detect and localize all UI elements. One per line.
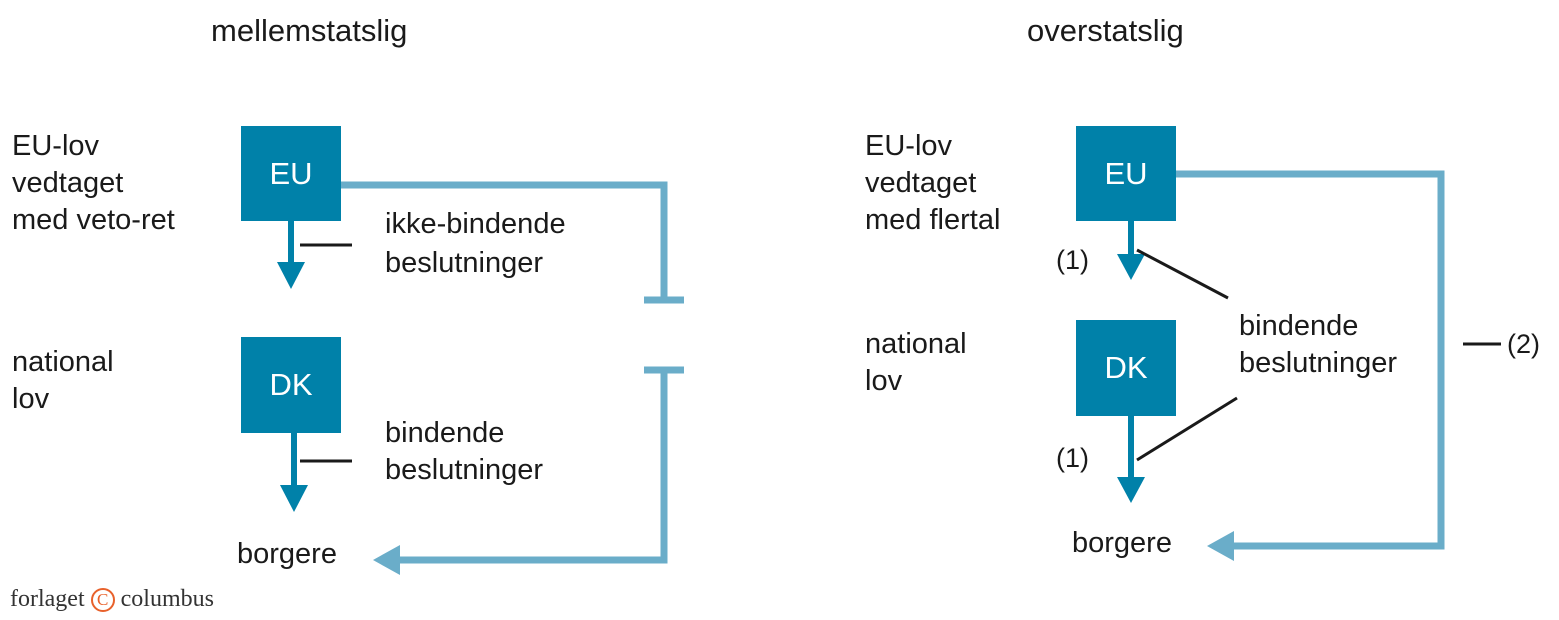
right-note-line-2: beslutninger [1239,347,1397,379]
left-eu-law-line-2: vedtaget [12,167,124,199]
right-note-leader-lower [1136,396,1238,462]
right-note-line-1: bindende [1239,310,1359,342]
right-national-law-line-2: lov [865,365,903,397]
left-dk-box: DK [241,337,341,433]
right-marker-2: (2) [1507,329,1540,359]
right-dk-box: DK [1076,320,1176,416]
right-eu-law-line-1: EU-lov [865,130,953,162]
left-eu-down-arrow-head [277,262,305,289]
right-eu-down-arrow-head [1117,254,1145,280]
left-eu-box: EU [241,126,341,221]
left-blocked-connector-bottom [398,370,668,564]
left-citizens-label: borgere [237,538,337,570]
left-blocked-connector-top [340,181,668,300]
left-panel-heading: mellemstatslig [211,13,408,48]
copyright-c-icon: C [90,587,115,612]
left-eu-note-line-2: beslutninger [385,247,543,279]
left-dk-down-arrow-head [280,485,308,512]
right-eu-law-line-2: vedtaget [865,167,977,199]
right-citizens-label: borgere [1072,527,1172,559]
right-marker-1-lower: (1) [1056,443,1089,473]
left-eu-note-line-1: ikke-bindende [385,208,566,240]
logo-word-left: forlaget [10,586,85,612]
logo-word-right: columbus [120,586,214,612]
left-borgere-arrow-head [373,545,400,575]
right-marker-1-upper: (1) [1056,245,1089,275]
right-borgere-arrow-head [1207,531,1234,561]
left-national-law-line-2: lov [12,383,50,415]
left-national-law-line-1: national [12,346,114,378]
right-direct-connector [1176,170,1445,550]
right-national-law-line-1: national [865,328,967,360]
left-eu-law-line-1: EU-lov [12,130,100,162]
right-eu-law-line-3: med flertal [865,204,1001,236]
right-panel-heading: overstatslig [1027,13,1184,48]
left-eu-law-line-3: med veto-ret [12,204,175,236]
right-dk-down-arrow-head [1117,477,1145,503]
right-eu-box: EU [1076,126,1176,221]
right-note-leader-upper [1136,248,1229,300]
publisher-logo: forlaget C columbus [10,586,214,613]
left-dk-note-line-2: beslutninger [385,454,543,486]
left-dk-note-line-1: bindende [385,417,505,449]
